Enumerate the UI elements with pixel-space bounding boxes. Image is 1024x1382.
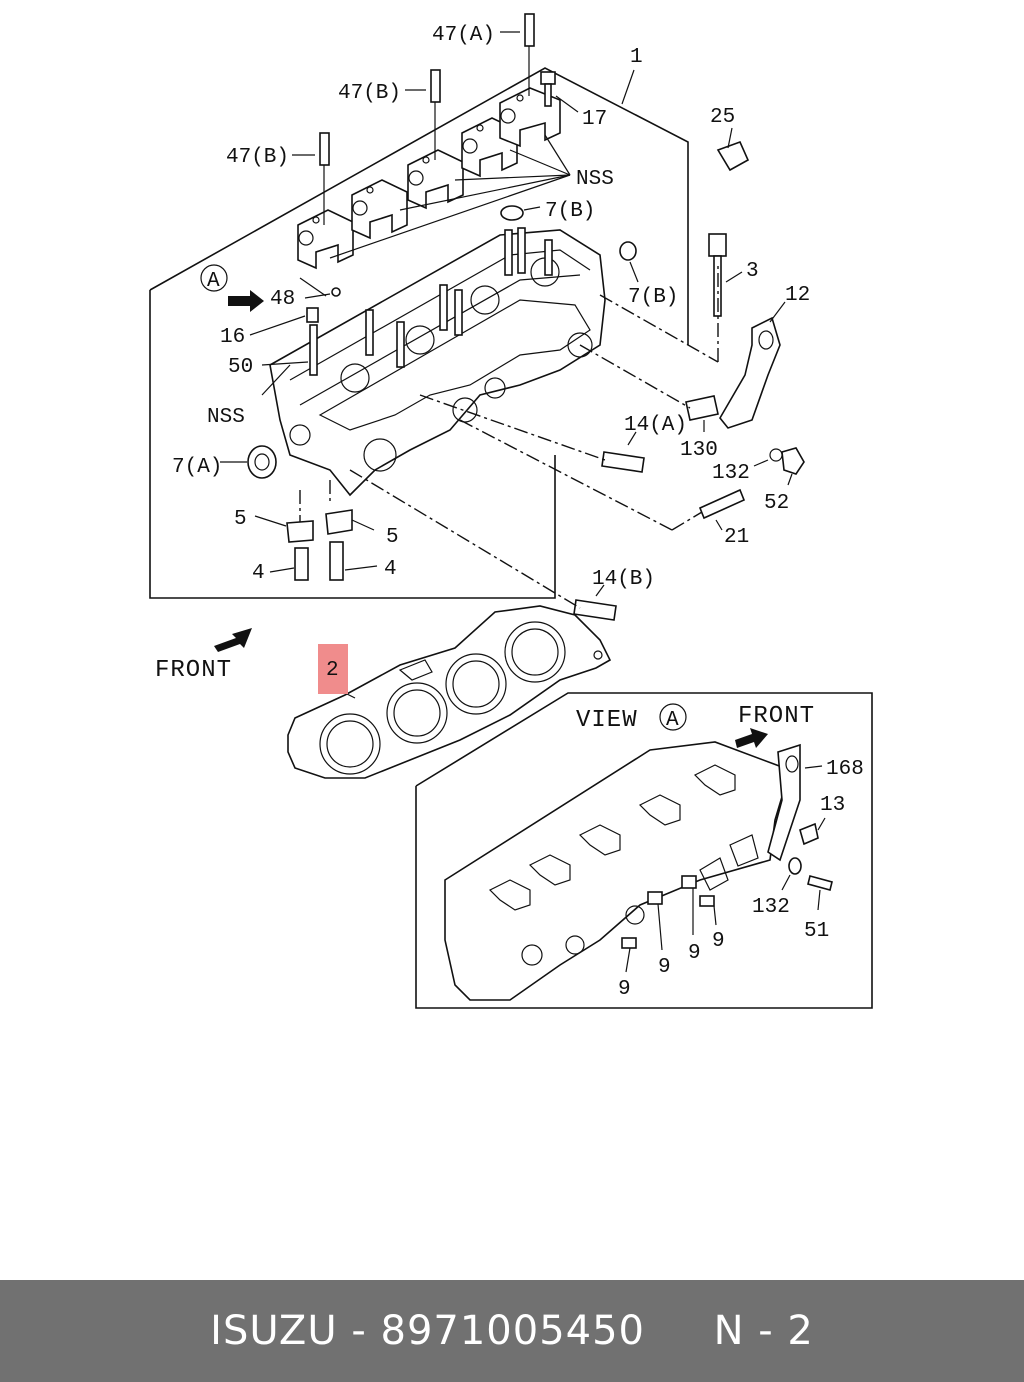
leader-1	[621, 69, 635, 105]
label-168: 168	[826, 758, 864, 781]
label-14b: 14(B)	[592, 568, 655, 591]
label-7b-2: 7(B)	[628, 286, 678, 309]
label-4-2: 4	[384, 558, 397, 581]
footer-bar: ISUZU - 8971005450 N - 2	[0, 1280, 1024, 1382]
label-130: 130	[680, 439, 718, 462]
cylinder-head	[269, 227, 606, 497]
studs-47	[292, 13, 535, 225]
nss-leaders	[329, 134, 571, 259]
label-52: 52	[764, 492, 789, 515]
footer-brand: ISUZU	[210, 1308, 338, 1354]
view-marker-circle	[200, 264, 228, 292]
label-47b-2: 47(B)	[226, 146, 289, 169]
label-5-2: 5	[386, 526, 399, 549]
footer-part-number: 8971005450	[380, 1308, 645, 1354]
leader-14a	[627, 431, 637, 446]
label-7a: 7(A)	[172, 456, 222, 479]
label-2: 2	[326, 659, 339, 682]
label-nss-1: NSS	[576, 168, 614, 191]
label-48: 48	[270, 288, 295, 311]
camshaft-caps	[297, 87, 561, 270]
label-47b-1: 47(B)	[338, 82, 401, 105]
label-132-1: 132	[712, 462, 750, 485]
label-47a: 47(A)	[432, 24, 495, 47]
label-9-4: 9	[618, 978, 631, 1001]
label-3: 3	[746, 260, 759, 283]
label-17: 17	[582, 108, 607, 131]
label-9-3: 9	[658, 956, 671, 979]
label-7b-1: 7(B)	[545, 200, 595, 223]
label-21: 21	[724, 526, 749, 549]
label-view: VIEW	[576, 707, 638, 734]
callout-labels: 47(A) 47(B) 47(B) 1 17 NSS 25 7(B) 7(B) …	[155, 24, 864, 1001]
label-9-2: 9	[712, 930, 725, 953]
label-9-1: 9	[688, 942, 701, 965]
view-marker-a-2: A	[666, 709, 679, 732]
head-gasket	[287, 605, 612, 779]
main-assembly-frame	[149, 67, 689, 599]
bolt-17	[540, 71, 579, 113]
assembly-lines	[299, 262, 719, 609]
label-front-2: FRONT	[738, 703, 815, 730]
label-25: 25	[710, 106, 735, 129]
view-marker-a: A	[207, 270, 220, 293]
label-front-1: FRONT	[155, 657, 232, 684]
footer-separator: -	[337, 1308, 381, 1354]
label-50: 50	[228, 356, 253, 379]
leader-14b	[595, 584, 605, 597]
footer-gap	[645, 1308, 714, 1354]
front-arrow-icon	[214, 628, 252, 652]
view-a-frame	[415, 692, 873, 1009]
highlight-box	[318, 644, 348, 694]
label-132-2: 132	[752, 896, 790, 919]
label-16: 16	[220, 326, 245, 349]
label-13: 13	[820, 794, 845, 817]
parts-diagram: 47(A) 47(B) 47(B) 1 17 NSS 25 7(B) 7(B) …	[149, 13, 873, 1009]
view-marker-circle-2	[659, 703, 687, 731]
label-12: 12	[785, 284, 810, 307]
front-arrow-view-icon	[735, 728, 768, 748]
view-a-head	[444, 728, 833, 1001]
label-nss-2: NSS	[207, 406, 245, 429]
label-5-1: 5	[234, 508, 247, 531]
footer-text: ISUZU - 8971005450 N - 2	[210, 1308, 814, 1354]
label-1: 1	[630, 46, 643, 69]
label-14a: 14(A)	[624, 414, 687, 437]
label-51: 51	[804, 920, 829, 943]
footer-page-ref: N - 2	[713, 1308, 814, 1354]
small-parts-left	[220, 277, 378, 581]
label-4-1: 4	[252, 562, 265, 585]
